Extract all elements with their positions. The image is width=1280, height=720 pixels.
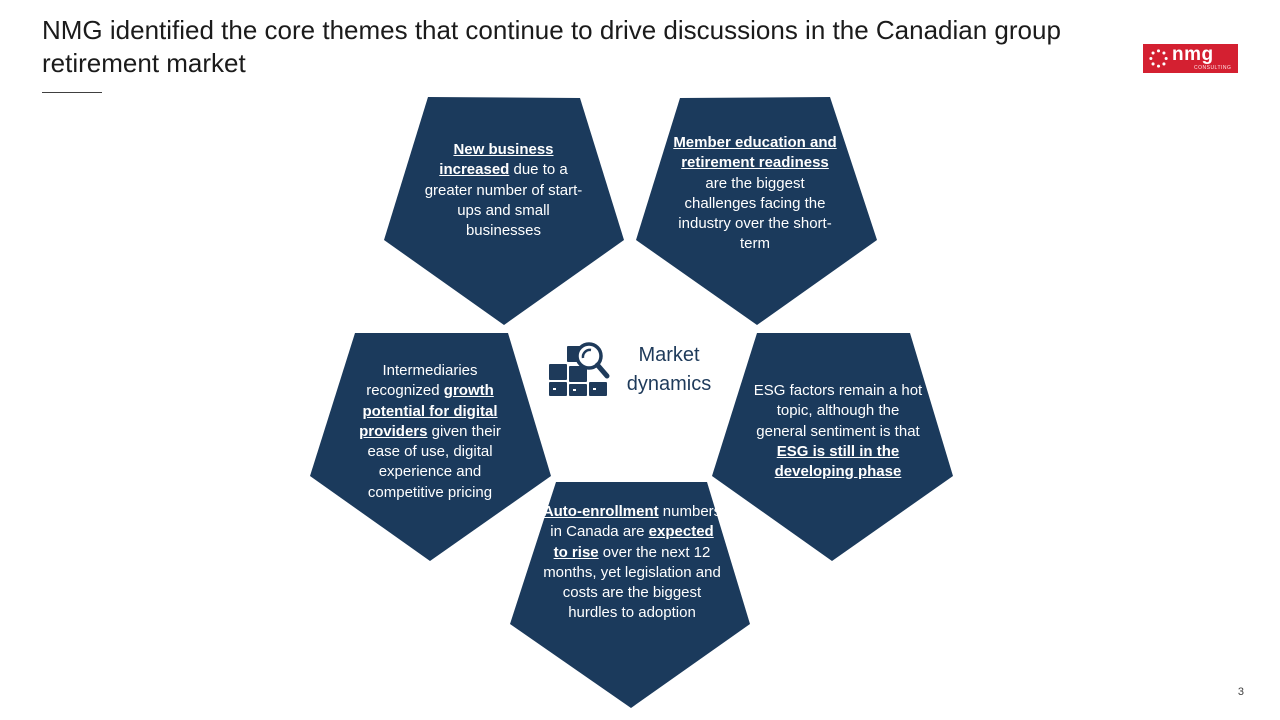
theme-pentagon-top-left	[384, 97, 624, 325]
slide-title: NMG identified the core themes that cont…	[42, 15, 1061, 78]
theme-pentagon-top-right	[636, 97, 877, 325]
nmg-logo: nmg CONSULTING	[1143, 44, 1238, 73]
theme-text-new-business: New business increased due to a greater …	[424, 141, 583, 240]
theme-text-member-education: Member education and retirement readines…	[673, 134, 837, 253]
theme-text-auto-enrollment: Auto-enrollment numbers in Canada are ex…	[542, 503, 722, 622]
nmg-logo-mark-icon	[1149, 49, 1168, 68]
theme-pentagon-bottom	[510, 482, 750, 708]
center-label-line2: dynamics	[626, 373, 712, 395]
theme-pentagon-mid-right	[712, 333, 953, 561]
theme-text-esg: ESG factors remain a hot topic, although…	[753, 382, 923, 481]
title-underline	[42, 92, 102, 93]
theme-text-digital-providers: Intermediaries recognized growth potenti…	[359, 362, 501, 501]
logo-subtitle: CONSULTING	[1194, 65, 1232, 71]
center-label: Market dynamics	[614, 341, 724, 399]
market-analysis-icon	[549, 342, 610, 396]
theme-pentagon-mid-left	[310, 333, 551, 561]
logo-wordmark: nmg	[1172, 44, 1214, 65]
center-label-line1: Market	[638, 344, 700, 366]
page-number: 3	[1237, 686, 1244, 698]
